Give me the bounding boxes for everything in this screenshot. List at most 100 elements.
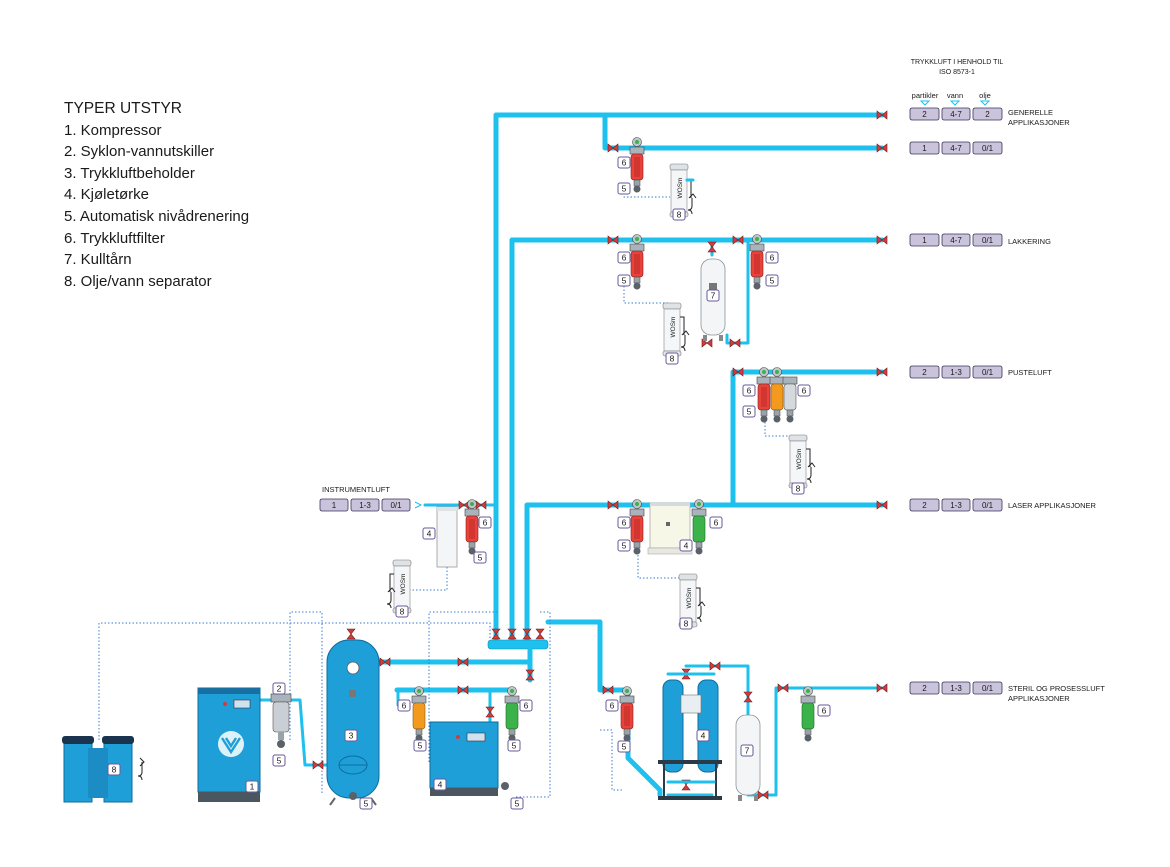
quality-oil: 0/1 (390, 501, 402, 510)
application-row-painting: 1 4-7 0/1 (909, 233, 1003, 247)
application-row-sterile: 2 1-3 0/1 (909, 681, 1003, 695)
tag-filter: 6 (622, 518, 627, 528)
quality-particles: 2 (922, 368, 927, 377)
tag-compressor: 1 (250, 782, 255, 792)
application-label-breathing: PUSTELUFT (1008, 368, 1052, 377)
tag-drain: 5 (747, 407, 752, 417)
legend-item-cyclone-separator: 2. Syklon-vannutskiller (64, 143, 215, 161)
quality-particles: 2 (922, 684, 927, 693)
legend-title: TYPER UTSTYR (64, 100, 182, 117)
tag-drain: 5 (622, 276, 627, 286)
tag-drain: 5 (277, 756, 282, 766)
column-oil: olje (979, 91, 991, 100)
tag-receiver: 3 (349, 731, 354, 741)
quality-water: 4-7 (950, 236, 962, 245)
quality-water: 1-3 (950, 368, 962, 377)
quality-particles: 2 (922, 110, 927, 119)
tag-separator: 8 (684, 619, 689, 629)
quality-particles: 1 (332, 501, 337, 510)
tag-cyclone: 2 (277, 684, 282, 694)
tag-separator: 8 (677, 210, 682, 220)
quality-water: 1-3 (950, 684, 962, 693)
tag-drain: 5 (622, 742, 627, 752)
tag-filter: 6 (822, 706, 827, 716)
tag-drain: 5 (622, 184, 627, 194)
tag-separator: 8 (670, 354, 675, 364)
legend-item-carbon-tower: 7. Kulltårn (64, 251, 132, 269)
tag-filter: 6 (747, 386, 752, 396)
tag-drain: 5 (364, 799, 369, 809)
quality-particles: 1 (922, 236, 927, 245)
equipment-legend: TYPER UTSTYR 1. Kompressor 2. Syklon-van… (64, 98, 249, 292)
adsorption-dryer (658, 672, 722, 800)
quality-oil: 0/1 (982, 144, 994, 153)
tag-separator: 8 (112, 765, 117, 775)
legend-item-compressor: 1. Kompressor (64, 121, 162, 139)
tag-dryer: 4 (427, 529, 432, 539)
standard-line1: TRYKKLUFT I HENHOLD TIL (911, 59, 1004, 66)
tag-filter: 6 (483, 518, 488, 528)
legend-item-air-receiver: 3. Trykkluftbeholder (64, 164, 195, 182)
tag-filter: 6 (402, 701, 407, 711)
tag-dryer: 4 (684, 541, 689, 551)
application-row-general-1: 2 4-7 2 (909, 107, 1003, 121)
quality-particles: 2 (922, 501, 927, 510)
quality-water: 1-3 (359, 501, 371, 510)
separator-label-4: WOSm (686, 588, 693, 609)
separator-label-1: WOSm (677, 178, 684, 199)
quality-oil: 0/1 (982, 501, 994, 510)
tag-carbon-tower: 7 (711, 291, 716, 301)
application-row-breathing: 2 1-3 0/1 (909, 365, 1003, 379)
filters (411, 137, 816, 742)
tag-drain: 5 (418, 741, 423, 751)
tag-filter: 6 (622, 253, 627, 263)
tag-filter: 6 (622, 158, 627, 168)
quality-oil: 0/1 (982, 368, 994, 377)
compressor (197, 687, 261, 802)
legend-item-auto-drain: 5. Automatisk nivådrenering (64, 207, 250, 225)
quality-water: 4-7 (950, 144, 962, 153)
separator-label-3: WOSm (796, 449, 803, 470)
instrument-air-row: 1 1-3 0/1 (319, 498, 411, 512)
application-label-painting: LAKKERING (1008, 237, 1051, 246)
legend-item-refrigeration-dryer: 4. Kjøletørke (64, 186, 150, 204)
tag-carbon-tower: 7 (745, 746, 750, 756)
tag-drain: 5 (515, 799, 520, 809)
application-row-general-2: 1 4-7 0/1 (909, 141, 1003, 155)
tag-dryer: 4 (438, 780, 443, 790)
tag-drain: 5 (512, 741, 517, 751)
tag-separator: 8 (400, 607, 405, 617)
air-receiver (326, 639, 380, 806)
tag-separator: 8 (796, 484, 801, 494)
tag-filter: 6 (714, 518, 719, 528)
tag-drain: 5 (478, 553, 483, 563)
quality-oil: 0/1 (982, 684, 994, 693)
tag-drain: 5 (622, 541, 627, 551)
quality-particles: 1 (922, 144, 927, 153)
separator-label-5: WOSm (400, 574, 407, 595)
application-label-general-2: APPLIKASJONER (1008, 118, 1070, 127)
legend-item-filter: 6. Trykkluftfilter (64, 229, 165, 247)
quality-water: 4-7 (950, 110, 962, 119)
legend-item-oil-water-separator: 8. Olje/vann separator (64, 272, 212, 290)
quality-water: 1-3 (950, 501, 962, 510)
tag-filter: 6 (802, 386, 807, 396)
standard-line2: ISO 8573-1 (939, 69, 975, 76)
application-label-general: GENERELLE (1008, 108, 1053, 117)
tag-filter: 6 (524, 701, 529, 711)
large-oil-water-separator (62, 736, 145, 803)
application-label-sterile-2: APPLIKASJONER (1008, 694, 1070, 703)
tag-filter: 6 (770, 253, 775, 263)
main-dryer (429, 721, 509, 796)
quality-oil: 2 (985, 110, 990, 119)
column-particles: partikler (912, 91, 939, 100)
instrument-air-label: INSTRUMENTLUFT (322, 485, 390, 494)
tag-drain: 5 (770, 276, 775, 286)
number-tags: 1 2 5 3 5 4 5 6 5 6 5 8 6 5 4 7 6 6 5 8 … (107, 156, 831, 810)
column-water: vann (947, 91, 963, 100)
separator-label-2: WOSm (670, 317, 677, 338)
oil-water-separators: WOSm WOSm WOSm WOSm WOSm (386, 163, 816, 628)
application-label-laser: LASER APPLIKASJONER (1008, 501, 1097, 510)
tag-adsorption-dryer: 4 (701, 731, 706, 741)
